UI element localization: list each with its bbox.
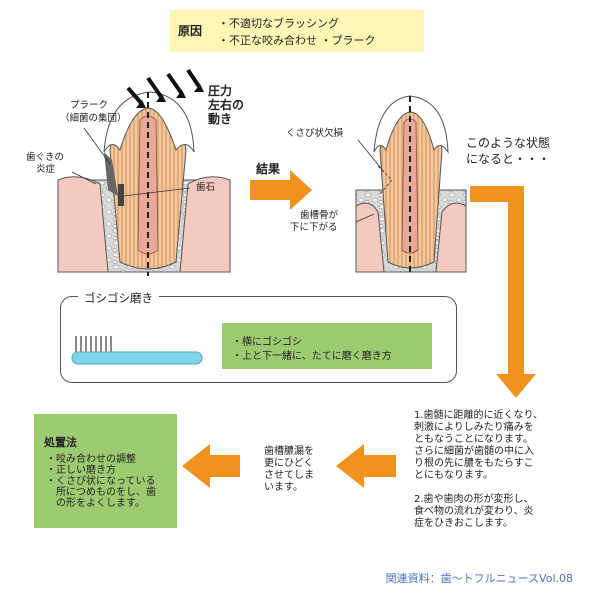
pressure-label-3: 動き	[208, 112, 233, 126]
toothbrush-bristles	[75, 336, 112, 352]
plaque-sublabel: （細菌の集団）	[60, 113, 127, 124]
left-plaque	[104, 152, 118, 196]
result-label: 結果	[256, 162, 281, 176]
state-line-1: このような状態	[466, 136, 551, 150]
left-arrow-1	[336, 444, 396, 488]
left-gum-right	[179, 176, 231, 273]
right-gum-left	[355, 202, 385, 273]
consequence-text: 1.歯髄に距離的に近くなり、 刺激によりしみたり痛みを ともなうことになります。…	[414, 410, 543, 530]
calculus-label: 歯石	[196, 182, 216, 193]
treatment-item: ・咬み合わせの調整	[46, 454, 136, 465]
consequence-line: 食べ物の流れが変わり、炎	[414, 506, 534, 517]
down-arrow	[470, 186, 536, 398]
bone-leader	[355, 213, 375, 223]
treatment-box: 処置法 ・咬み合わせの調整 ・正しい磨き方 ・くさび状になっている 所につめもの…	[34, 414, 177, 528]
cause-box: 原因 ・不適切なブラッシング ・不正な咬み合わせ ・プラーク	[170, 10, 424, 52]
wedge-label: くさび状欠損	[286, 128, 344, 139]
plaque-label: プラーク	[70, 100, 109, 111]
pressure-arrow-4	[186, 68, 202, 90]
wedge-leader	[357, 139, 385, 173]
pressure-label-2: 左右の	[208, 98, 245, 112]
footer-reference-link[interactable]: 関連資料：歯～トフルニュースVol.08	[385, 572, 573, 585]
consequence-line: 1.歯髄に距離的に近くなり、	[414, 410, 544, 421]
right-gum-right	[435, 202, 467, 273]
treatment-title: 処置法	[44, 436, 77, 449]
consequence-line	[414, 482, 543, 494]
result-arrow	[250, 170, 312, 210]
right-tooth-diagram	[355, 95, 467, 276]
gum-leader	[71, 171, 97, 185]
consequence-line: ともなうことになります。	[414, 434, 533, 445]
consequence-line: 刺激によりしみたり痛みを	[414, 422, 534, 433]
consequence-line: さらに細菌が歯髄の中に入	[414, 446, 534, 457]
state-line-2: になると・・・	[466, 152, 551, 166]
brushing-item-2: ・上と下一緒に、たてに磨く磨き方	[232, 351, 392, 362]
brushing-item-1: ・横にゴシゴシ	[232, 337, 302, 348]
left-tooth-diagram	[57, 68, 231, 276]
pyorrhea-line: 歯槽膿漏を	[264, 446, 314, 457]
bone-label-2: 下に下がる	[290, 222, 338, 233]
treatment-item: 所につめものをし、歯	[46, 487, 156, 498]
consequence-line: とにもなります。	[414, 470, 493, 481]
brushing-panel	[60, 296, 457, 383]
consequence-line: 2.歯や歯肉の形が変形し、	[414, 494, 534, 505]
toothbrush-illustration	[71, 336, 203, 365]
pressure-label-1: 圧力	[208, 84, 233, 98]
consequence-line: り根の先に膿をもたらすこ	[414, 458, 534, 469]
gum-label-1: 歯ぐきの	[26, 152, 65, 163]
treatment-item: の形をよくします。	[46, 498, 145, 509]
gum-label-2: 炎症	[36, 164, 56, 175]
treatment-item: ・正しい磨き方	[46, 465, 116, 476]
pressure-arrow-3	[166, 72, 184, 96]
brushing-notes-box: ・横にゴシゴシ ・上と下一緒に、たてに磨く磨き方	[222, 323, 432, 369]
pressure-arrow-2	[146, 76, 164, 100]
consequence-line: 症をひきおこします。	[414, 518, 513, 529]
plaque-leader	[83, 127, 111, 165]
pyorrhea-line: います。	[264, 482, 303, 493]
cause-line-1: ・不適切なブラッシング	[218, 17, 339, 30]
pyorrhea-line: 更にひどく	[264, 458, 314, 469]
bone-label-1: 歯槽骨が	[300, 210, 339, 221]
pyorrhea-line: させてしま	[264, 470, 314, 481]
toothbrush-handle	[71, 351, 203, 365]
pyorrhea-text: 歯槽膿漏を 更にひどく させてしま います。	[264, 446, 314, 494]
left-arrow-2	[182, 444, 240, 488]
cause-line-2: ・不正な咬み合わせ ・プラーク	[218, 34, 376, 47]
cause-title: 原因	[178, 24, 203, 38]
calculus-leader	[123, 187, 191, 197]
pressure-arrow-1	[126, 86, 144, 106]
treatment-item: ・くさび状になっている	[46, 476, 156, 487]
left-calculus	[118, 184, 124, 206]
brushing-title: ゴシゴシ磨き	[78, 290, 159, 306]
left-gum-left	[57, 176, 109, 273]
